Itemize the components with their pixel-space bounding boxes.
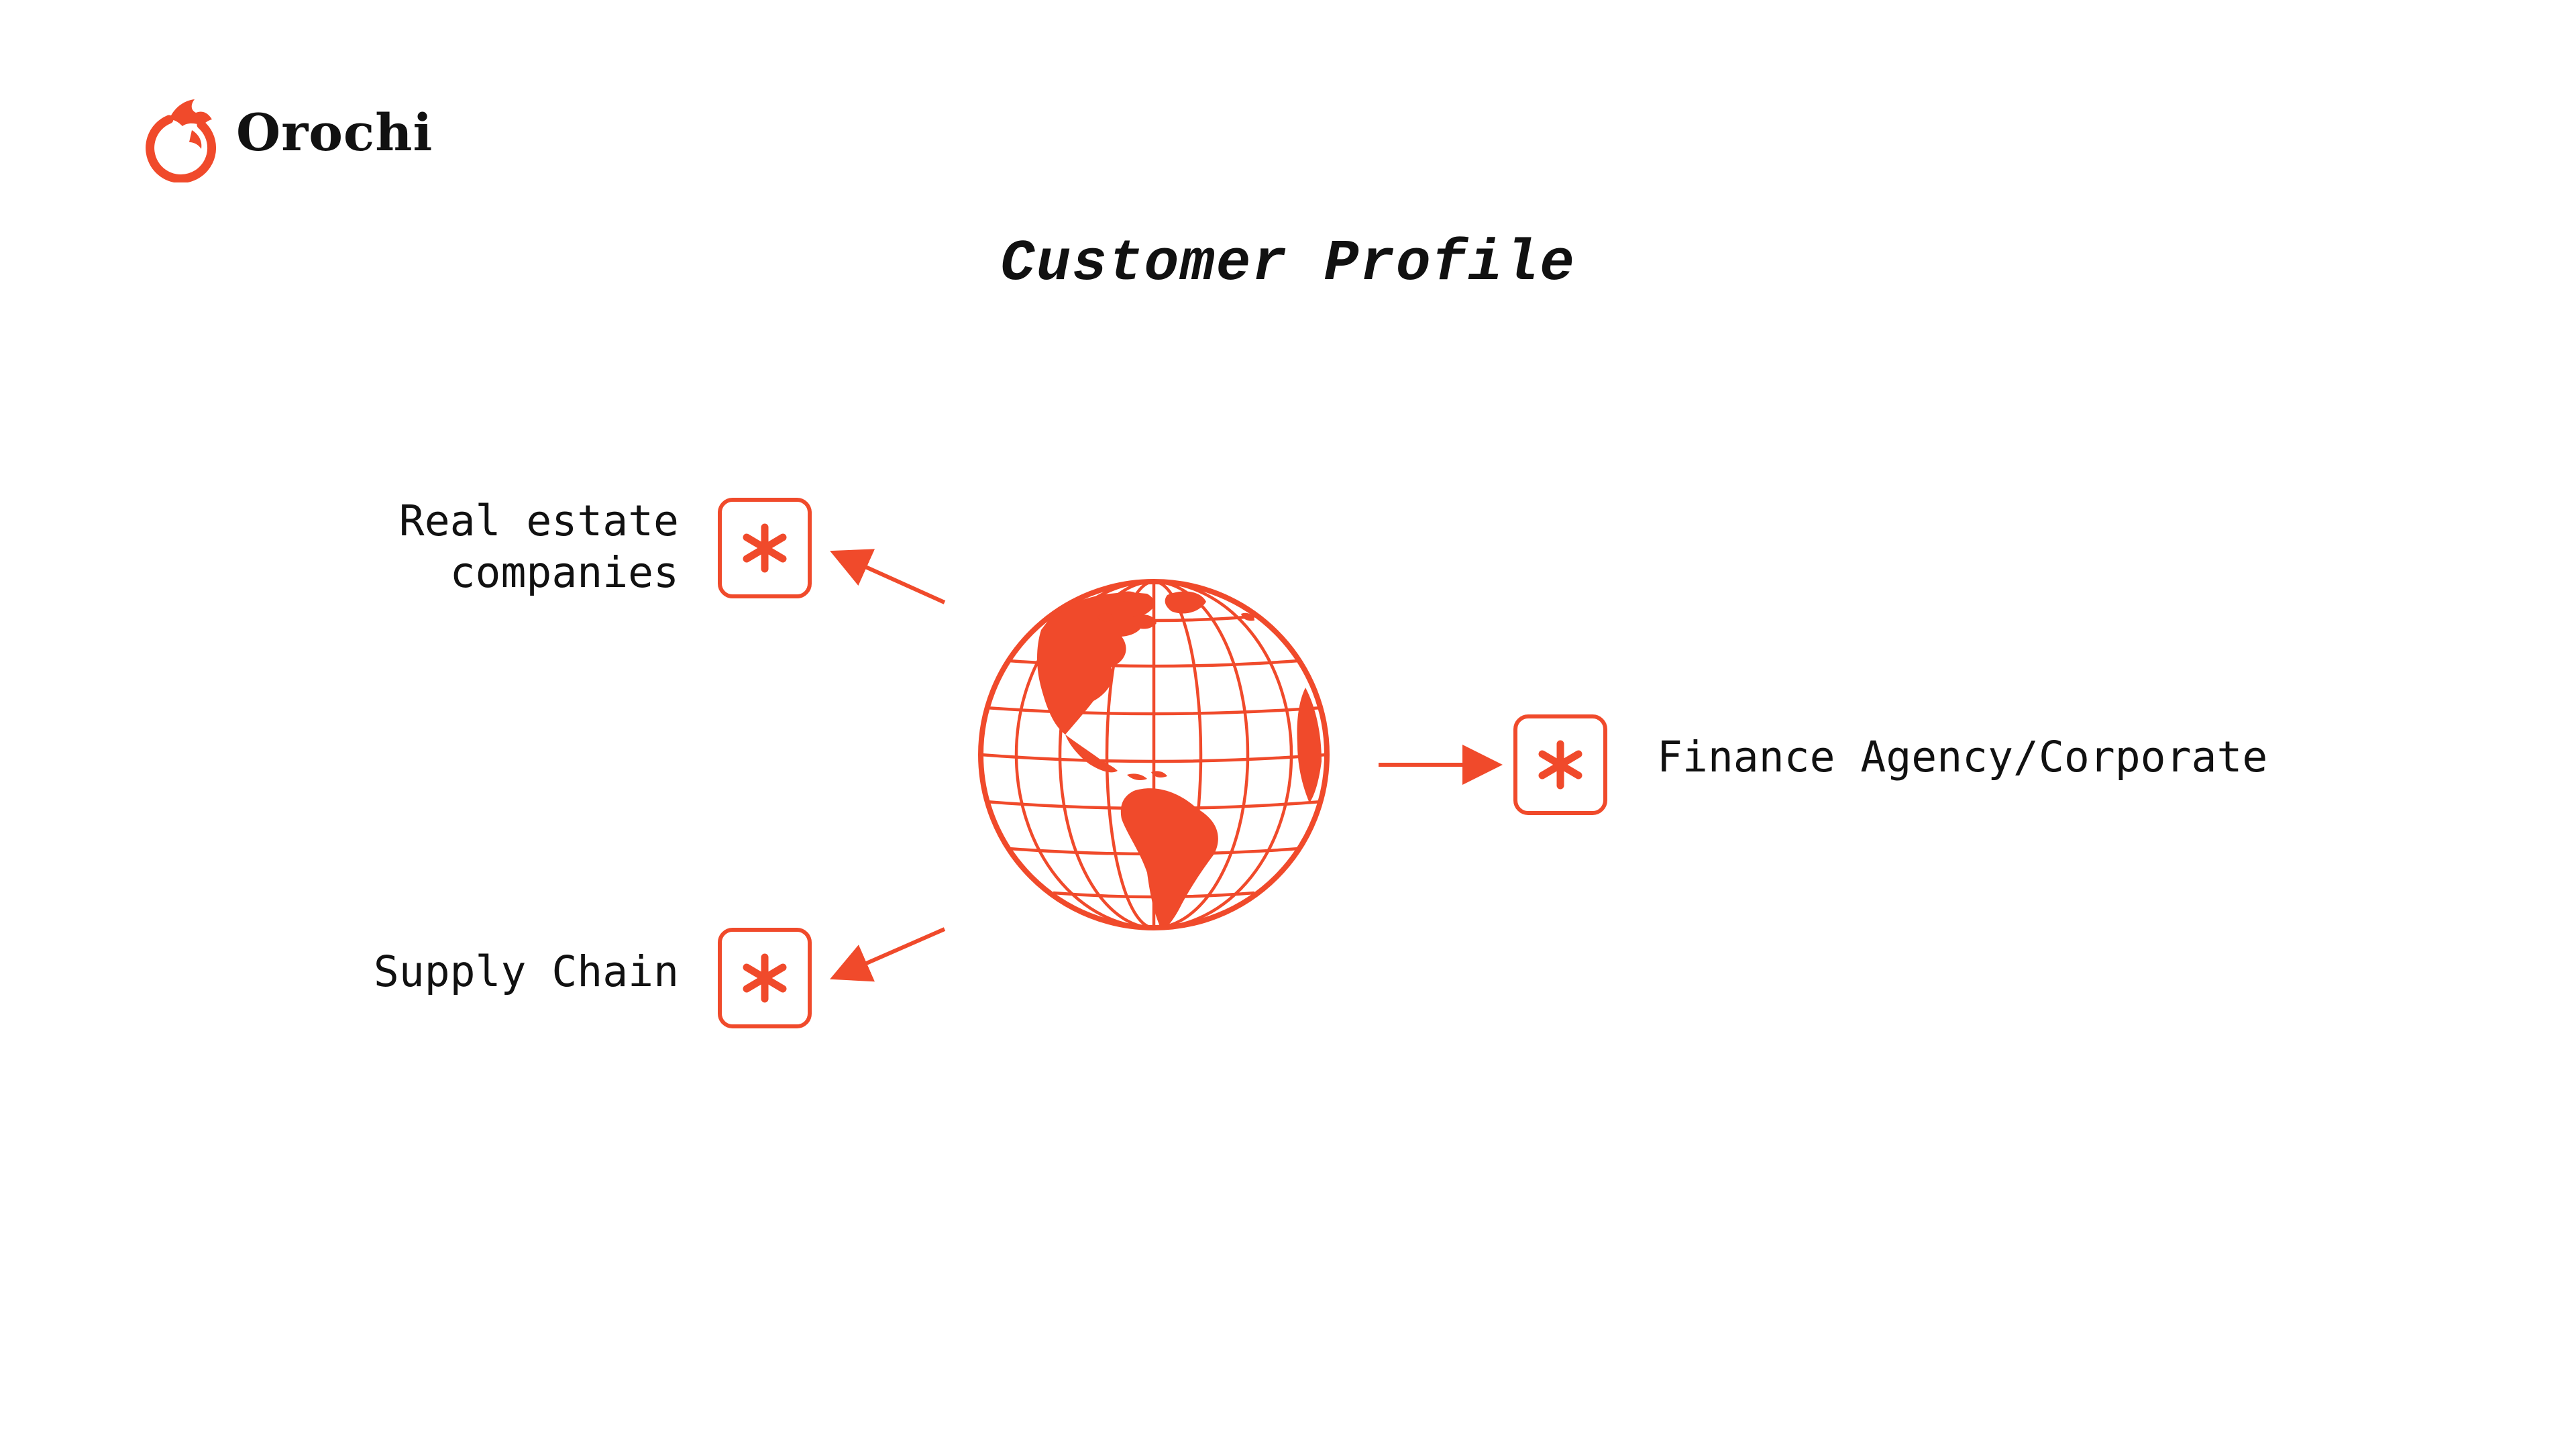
segment-box-supply-chain [718,928,812,1028]
asterisk-icon [1538,740,1582,790]
arrow-to-supply-chain [830,927,946,982]
brand-name: Orochi [236,103,433,162]
segment-box-real-estate [718,498,812,598]
asterisk-icon [743,523,787,573]
globe-icon [978,579,1330,930]
asterisk-icon [743,953,787,1003]
segment-label-line: Real estate [398,496,679,545]
segment-label-line: Supply Chain [373,947,679,996]
segment-box-finance [1513,714,1607,815]
brand-logo: Orochi [142,95,432,182]
arrow-to-real-estate [830,549,946,604]
segment-label-real-estate: Real estate companies [399,495,679,598]
dragon-logo-icon [146,99,217,182]
segment-label-supply-chain: Supply Chain [374,946,679,998]
segment-label-finance: Finance Agency/Corporate [1657,731,2267,783]
segment-label-line: companies [449,548,679,597]
page-title: Customer Profile [1000,231,1576,297]
segment-label-line: Finance Agency/Corporate [1657,733,2268,782]
